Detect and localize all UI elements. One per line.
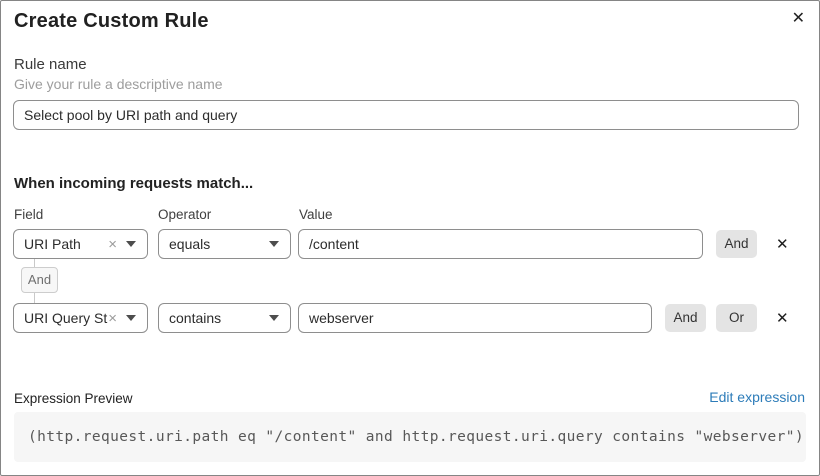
operator-select-row1-value: equals: [169, 236, 211, 252]
rule-name-helper: Give your rule a descriptive name: [14, 76, 223, 92]
value-column-label: Value: [299, 207, 333, 222]
value-input-row2[interactable]: [298, 303, 652, 333]
chevron-down-icon: [269, 315, 279, 321]
delete-row1-icon[interactable]: ✕: [776, 236, 789, 253]
or-button-row2[interactable]: Or: [716, 304, 757, 332]
chevron-down-icon: [269, 241, 279, 247]
expression-preview-label: Expression Preview: [14, 391, 133, 406]
chevron-down-icon: [126, 241, 136, 247]
match-heading: When incoming requests match...: [14, 175, 254, 192]
and-button-row2[interactable]: And: [665, 304, 706, 332]
operator-column-label: Operator: [158, 207, 212, 222]
rule-name-label: Rule name: [14, 56, 87, 73]
connector-and-badge: And: [21, 267, 58, 293]
and-button-row1[interactable]: And: [716, 230, 757, 258]
expression-preview-block: (http.request.uri.path eq "/content" and…: [14, 412, 806, 462]
edit-expression-link[interactable]: Edit expression: [709, 389, 805, 405]
clear-icon[interactable]: ×: [108, 309, 117, 327]
value-input-row1[interactable]: [298, 229, 703, 259]
page-title: Create Custom Rule: [14, 10, 209, 32]
operator-select-row1[interactable]: equals: [158, 229, 291, 259]
field-column-label: Field: [14, 207, 44, 222]
clear-icon[interactable]: ×: [108, 235, 117, 253]
close-icon[interactable]: ✕: [791, 10, 805, 27]
operator-select-row2-value: contains: [169, 310, 222, 326]
delete-row2-icon[interactable]: ✕: [776, 310, 789, 327]
operator-select-row2[interactable]: contains: [158, 303, 291, 333]
field-select-row2-value: URI Query St...: [24, 310, 108, 326]
field-select-row2[interactable]: URI Query St... ×: [13, 303, 148, 333]
field-select-row1[interactable]: URI Path ×: [13, 229, 148, 259]
chevron-down-icon: [126, 315, 136, 321]
expression-code: (http.request.uri.path eq "/content" and…: [28, 429, 805, 445]
connector-line-bottom: [34, 293, 35, 303]
rule-name-input[interactable]: [13, 100, 799, 130]
connector-line-top: [34, 259, 35, 267]
field-select-row1-value: URI Path: [24, 236, 81, 252]
